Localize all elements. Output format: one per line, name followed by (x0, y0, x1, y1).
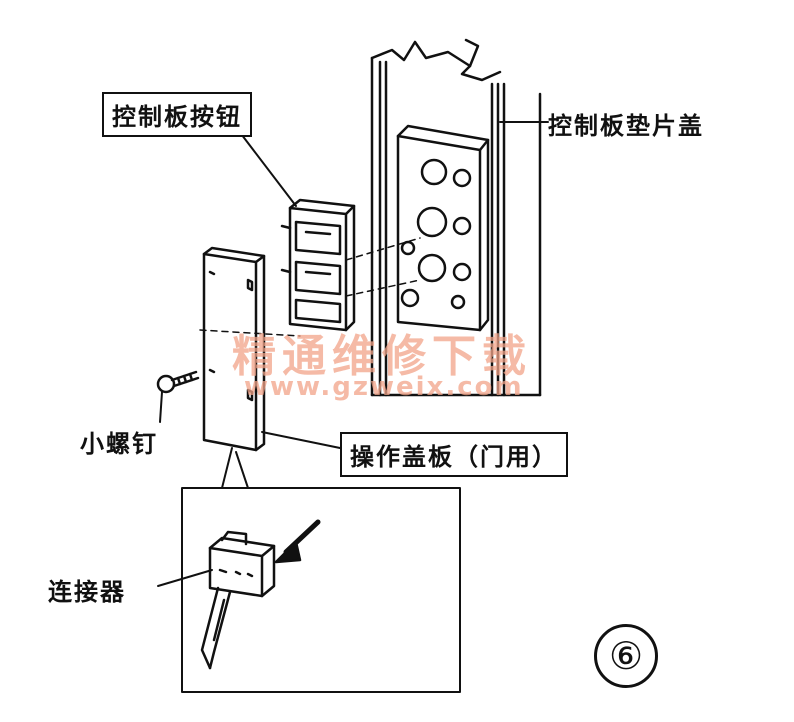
connector-inset-box (181, 487, 461, 693)
door-frame-column (370, 38, 542, 397)
connector-part (200, 530, 276, 670)
label-control-panel-button: 控制板按钮 (102, 92, 252, 137)
label-small-screw: 小螺钉 (80, 430, 158, 458)
label-operation-cover-plate: 操作盖板（门用） (340, 432, 568, 477)
small-screw (156, 370, 200, 394)
label-connector: 连接器 (48, 578, 126, 606)
watermark-text: 精通维修下载 (232, 331, 532, 382)
leader-lines (157, 121, 549, 587)
watermark-url: www.gzweix.com (244, 372, 524, 402)
alignment-lines (199, 237, 421, 337)
figure-number: ⑥ (594, 624, 658, 688)
operation-cover-plate (202, 246, 266, 452)
control-panel-button-block (280, 198, 356, 332)
shim-cover-plate (396, 124, 490, 332)
label-control-panel-shim-cover: 控制板垫片盖 (548, 112, 704, 140)
insertion-arrow (274, 519, 321, 564)
